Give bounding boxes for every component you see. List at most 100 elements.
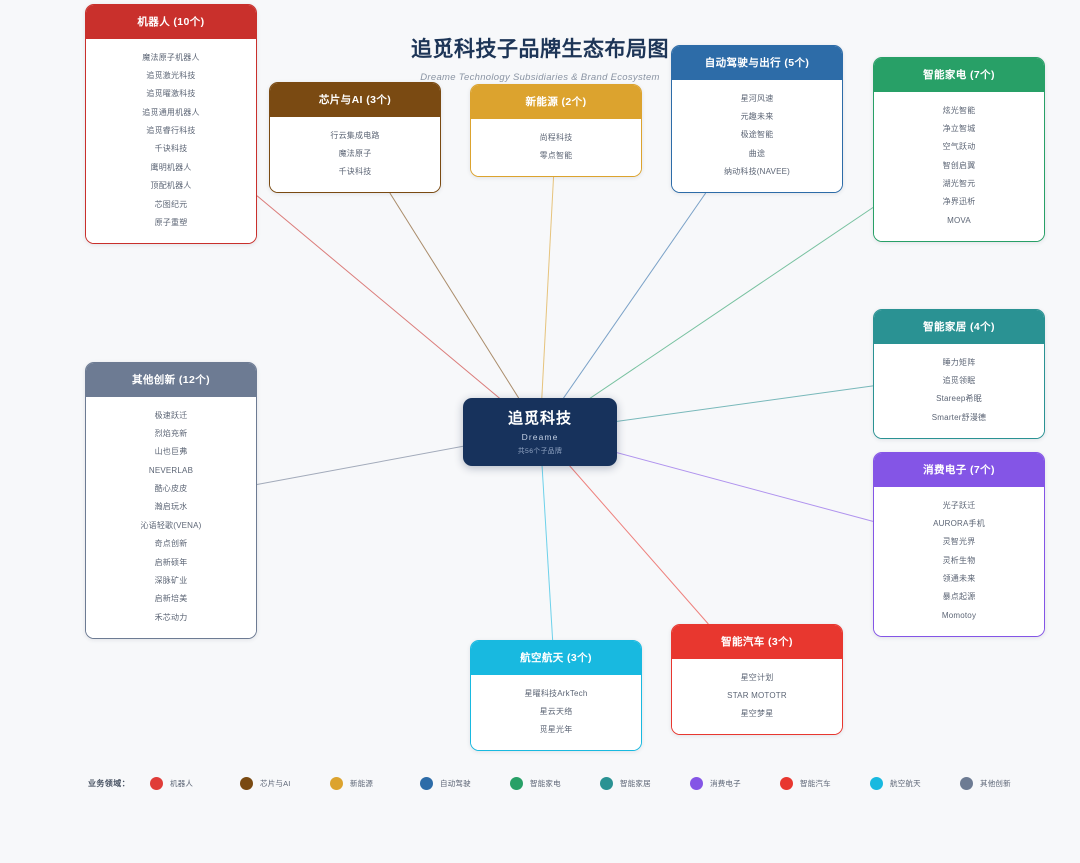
brand-item[interactable]: 深脉矿业 xyxy=(154,575,188,585)
brand-item[interactable]: 启新硕年 xyxy=(154,557,188,567)
brand-item[interactable]: 暴点起源 xyxy=(942,592,976,602)
category-body-appliance: 炫光智能净立智城空气跃动智创启翼湖光智元净界迅析 MOVA xyxy=(874,92,1044,241)
brand-item[interactable]: 领通未来 xyxy=(942,574,976,584)
legend-item-0[interactable]: 机器人 xyxy=(150,776,240,790)
brand-item[interactable]: 行云集成电路 xyxy=(330,130,380,140)
brand-item[interactable]: 酷心皮皮 xyxy=(154,484,188,494)
brand-item[interactable]: 曲途 xyxy=(748,148,766,158)
category-box-robot[interactable]: 机器人 (10个)魔法原子机器人追觅激光科技追觅曜激科技追觅通用机器人追觅睿行科… xyxy=(85,4,257,244)
legend-item-4[interactable]: 智能家电 xyxy=(510,776,600,790)
brand-item[interactable]: NEVERLAB xyxy=(148,465,194,475)
brand-item[interactable]: 光子跃迁 xyxy=(942,500,976,510)
legend-item-5[interactable]: 智能家居 xyxy=(600,776,690,790)
brand-item[interactable]: 追觅睿行科技 xyxy=(146,126,196,136)
legend-item-8[interactable]: 航空航天 xyxy=(870,776,960,790)
connector-chip-ai xyxy=(389,192,541,433)
legend-color-dot xyxy=(780,776,793,790)
legend-item-2[interactable]: 新能源 xyxy=(330,776,420,790)
brand-item[interactable]: 启新培美 xyxy=(154,594,188,604)
brand-item[interactable]: 元趣未来 xyxy=(740,111,774,121)
brand-item[interactable]: Momotoy xyxy=(941,610,977,620)
legend-item-3[interactable]: 自动驾驶 xyxy=(420,776,510,790)
brand-item[interactable]: 千诀科技 xyxy=(154,144,188,154)
legend-color-dot xyxy=(420,776,433,790)
category-body-consumer-electronics: 光子跃迁 AURORA手机灵智光界灵析生物领通未来暴点起源 Momotoy xyxy=(874,487,1044,636)
legend-item-9[interactable]: 其他创新 xyxy=(960,776,1050,790)
legend-item-label: 其他创新 xyxy=(980,778,1011,788)
legend-color-dot xyxy=(690,776,703,790)
brand-item[interactable]: Smarter舒漫德 xyxy=(931,412,987,422)
brand-item[interactable]: 星云天络 xyxy=(539,706,573,716)
brand-item[interactable]: 灵析生物 xyxy=(942,555,976,565)
brand-item[interactable]: 炫光智能 xyxy=(942,105,976,115)
brand-item[interactable]: 芯图纪元 xyxy=(154,199,188,209)
category-box-chip-ai[interactable]: 芯片与AI (3个) 行云集成电路魔法原子千诀科技 xyxy=(269,82,441,194)
legend-item-label: 机器人 xyxy=(170,778,194,788)
brand-item[interactable]: 追觅激光科技 xyxy=(146,70,196,80)
brand-item[interactable]: 追觅领眠 xyxy=(942,375,976,385)
brand-item[interactable]: 空气跃动 xyxy=(942,142,976,152)
connector-robot xyxy=(256,195,541,433)
brand-item[interactable]: 智创启翼 xyxy=(942,160,976,170)
connector-autonomous xyxy=(539,192,707,433)
center-node-english: Dreame xyxy=(521,431,559,442)
category-header-smart-home: 智能家居 (4个) xyxy=(874,310,1044,344)
brand-item[interactable]: 魔法原子机器人 xyxy=(142,52,200,62)
brand-item[interactable]: 沁语轻歌(VENA) xyxy=(140,520,202,530)
brand-item[interactable]: 尚程科技 xyxy=(539,132,573,142)
brand-item[interactable]: MOVA xyxy=(947,215,971,225)
brand-item[interactable]: 净立智城 xyxy=(942,123,976,133)
brand-item[interactable]: 烈焰充新 xyxy=(154,428,188,438)
brand-item[interactable]: STAR MOTOTR xyxy=(727,690,787,700)
brand-item[interactable]: 魔法原子 xyxy=(338,148,372,158)
brand-item[interactable]: 瀚启玩水 xyxy=(154,502,188,512)
legend-item-7[interactable]: 智能汽车 xyxy=(780,776,870,790)
category-body-other-innovation: 极速跃迁烈焰充新山也巨弗 NEVERLAB 酷心皮皮瀚启玩水沁语轻歌(VENA) 奇点… xyxy=(86,397,256,638)
brand-item[interactable]: 千诀科技 xyxy=(338,167,372,177)
brand-item[interactable]: 山也巨弗 xyxy=(154,447,188,457)
legend-color-dot xyxy=(870,776,883,790)
category-header-aerospace: 航空航天 (3个) xyxy=(471,641,641,675)
brand-item[interactable]: 奇点创新 xyxy=(154,539,188,549)
category-box-autonomous[interactable]: 自动驾驶与出行 (5个)星河风速元趣未来极途智能曲途纳动科技(NAVEE) xyxy=(671,45,843,193)
category-box-smart-home[interactable]: 智能家居 (4个) 睡力矩阵追觅领眠 Stareep希眠 Smarter舒漫德 xyxy=(873,309,1045,439)
category-body-autonomous: 星河风速元趣未来极途智能曲途纳动科技(NAVEE) xyxy=(672,80,842,192)
brand-item[interactable]: 纳动科技(NAVEE) xyxy=(723,167,791,177)
legend-item-label: 航空航天 xyxy=(890,778,921,788)
category-box-new-energy[interactable]: 新能源 (2个)尚程科技零点智能 xyxy=(470,84,642,177)
brand-item[interactable]: 极途智能 xyxy=(740,130,774,140)
category-box-aerospace[interactable]: 航空航天 (3个) 星曜科技ArkTech 星云天络觅星光年 xyxy=(470,640,642,752)
brand-item[interactable]: 零点智能 xyxy=(539,150,573,160)
brand-item[interactable]: 原子重塑 xyxy=(154,217,188,227)
brand-item[interactable]: 湖光智元 xyxy=(942,179,976,189)
brand-item[interactable]: 顶配机器人 xyxy=(150,181,192,191)
category-header-chip-ai: 芯片与AI (3个) xyxy=(270,83,440,117)
brand-item[interactable]: 鹰明机器人 xyxy=(150,162,192,172)
legend-title: 业务领域： xyxy=(88,778,130,788)
brand-item[interactable]: Stareep希眠 xyxy=(936,394,982,404)
brand-item[interactable]: 追觅曜激科技 xyxy=(146,89,196,99)
center-node[interactable]: 追觅科技 Dreame 共56个子品牌 xyxy=(463,398,617,466)
brand-item[interactable]: AURORA手机 xyxy=(933,518,985,528)
legend-item-label: 自动驾驶 xyxy=(440,778,471,788)
brand-item[interactable]: 极速跃迁 xyxy=(154,410,188,420)
brand-item[interactable]: 追觅通用机器人 xyxy=(142,107,200,117)
brand-item[interactable]: 净界迅析 xyxy=(942,197,976,207)
brand-item[interactable]: 星空计划 xyxy=(740,672,774,682)
legend-item-1[interactable]: 芯片与AI xyxy=(240,776,330,790)
brand-item[interactable]: 灵智光界 xyxy=(942,537,976,547)
brand-item[interactable]: 星空梦星 xyxy=(740,709,774,719)
center-node-count: 共56个子品牌 xyxy=(517,447,563,455)
category-header-autonomous: 自动驾驶与出行 (5个) xyxy=(672,46,842,80)
legend-item-6[interactable]: 消费电子 xyxy=(690,776,780,790)
brand-item[interactable]: 星曜科技ArkTech xyxy=(524,688,588,698)
brand-item[interactable]: 觅星光年 xyxy=(539,725,573,735)
brand-item[interactable]: 禾芯动力 xyxy=(154,612,188,622)
category-body-smart-home: 睡力矩阵追觅领眠 Stareep希眠 Smarter舒漫德 xyxy=(874,344,1044,438)
brand-item[interactable]: 睡力矩阵 xyxy=(942,357,976,367)
brand-item[interactable]: 星河风速 xyxy=(740,93,774,103)
